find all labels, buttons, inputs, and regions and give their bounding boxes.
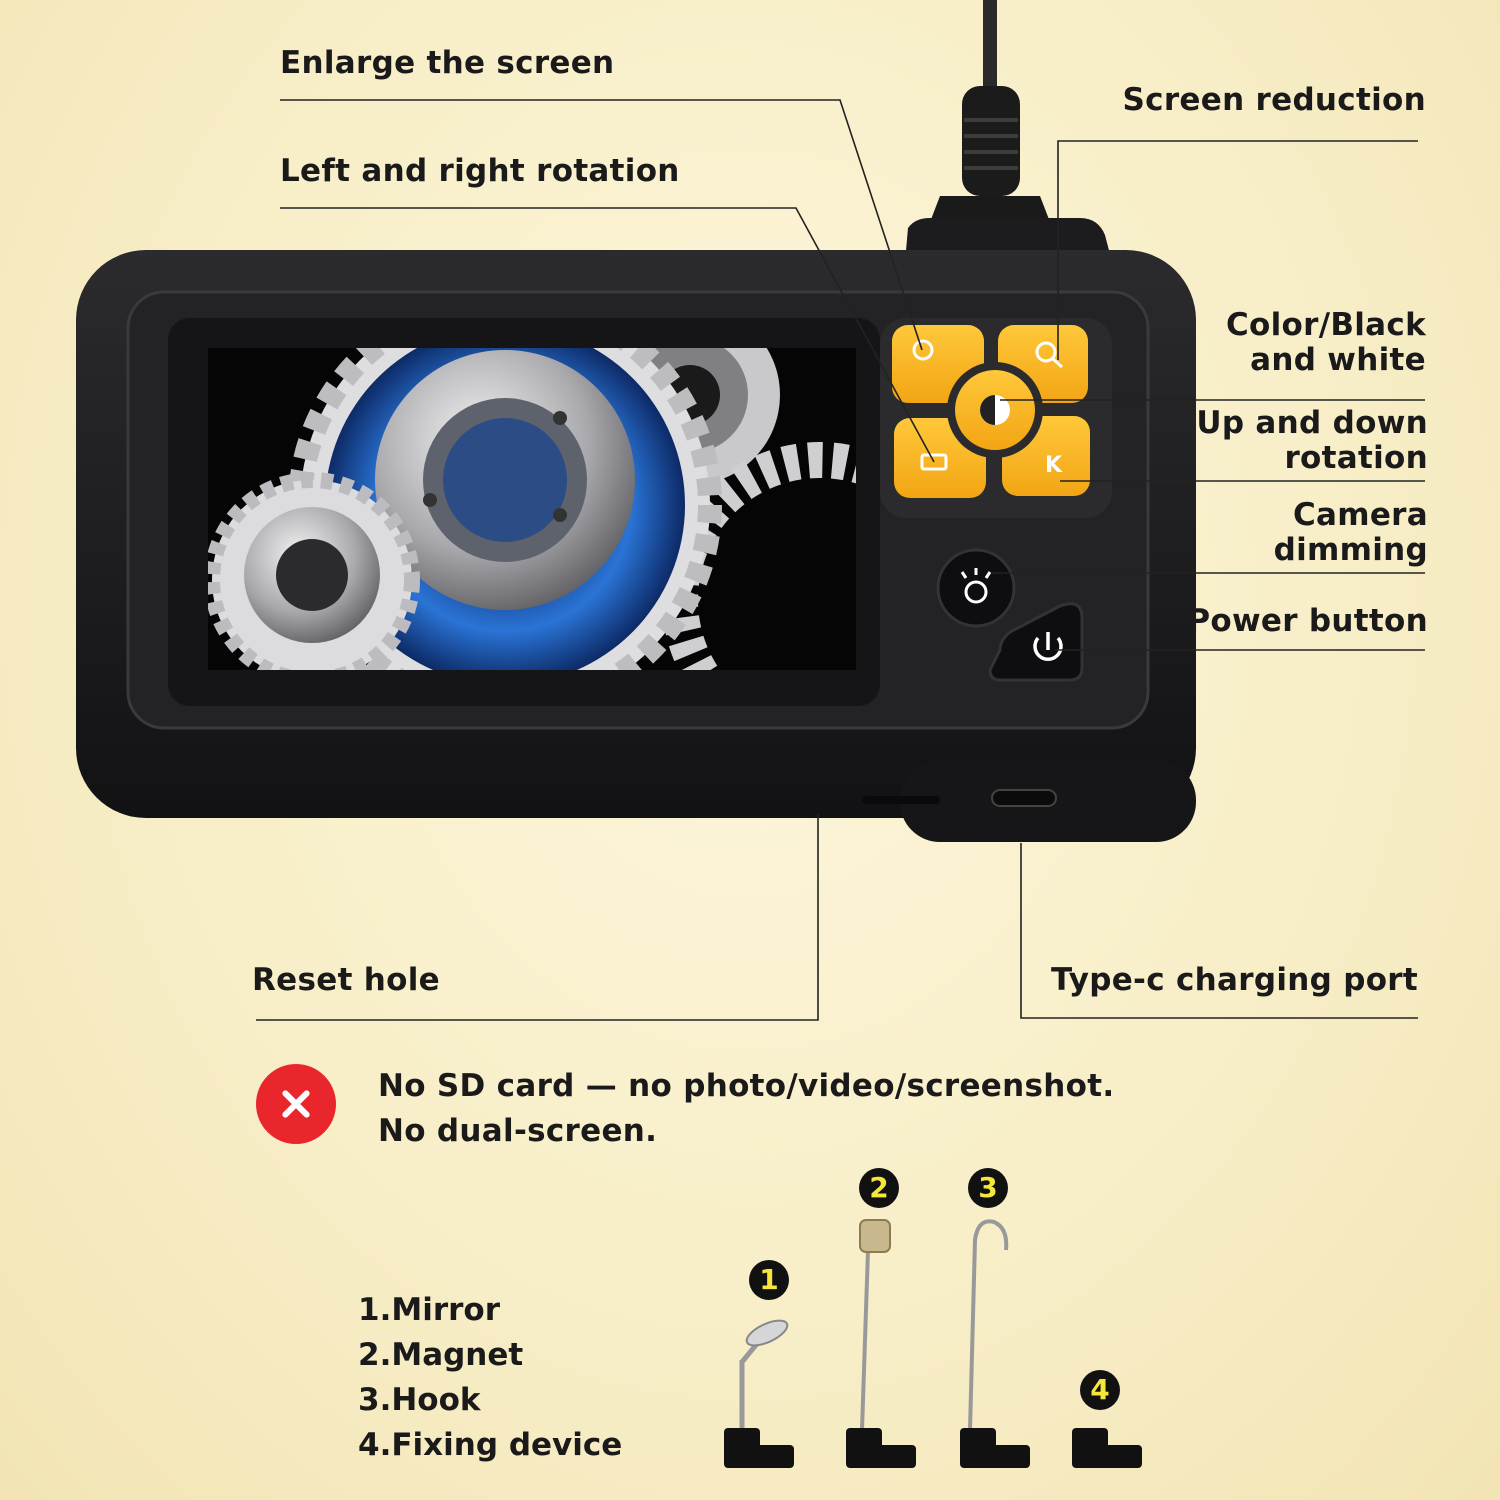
power-icon [1033,632,1063,662]
x-icon [256,1064,336,1144]
rotate-icon [920,453,948,471]
note-line-2: No dual-screen. [378,1113,658,1149]
list-item: 3.Hook [358,1382,481,1418]
accessory-number-2: 2 [859,1168,899,1208]
list-item: 2.Magnet [358,1337,524,1373]
zoom-out-icon [1035,341,1063,369]
cable [930,0,1050,222]
list-item: 4.Fixing device [358,1427,623,1463]
hook-accessory [960,1219,1030,1468]
label-color-bw-line2: and white [1250,342,1426,378]
list-item: 1.Mirror [358,1292,500,1328]
callout-lines [256,99,1425,1021]
accessories-illustration [724,1219,1142,1468]
label-color-bw-line1: Color/Black [1225,307,1426,343]
accessory-list: 1.Mirror 2.Magnet 3.Hook 4.Fixing device [358,1288,622,1468]
light-icon [960,568,992,604]
control-buttons: K [892,325,1090,682]
label-dimming-line1: Camera [1292,497,1428,533]
label-screen-reduction: Screen reduction [1122,82,1426,118]
contrast-icon [980,395,1010,425]
accessory-number-4: 4 [1080,1370,1120,1410]
label-power-button: Power button [1187,603,1428,639]
label-reset-hole: Reset hole [252,962,441,998]
label-left-right-rotation: Left and right rotation [280,153,680,189]
label-up-down-line2: rotation [1284,440,1428,476]
label-up-down-line1: Up and down [1196,405,1428,441]
magnet-accessory [846,1219,916,1468]
accessory-number-1: 1 [749,1260,789,1300]
accessory-number-3: 3 [968,1168,1008,1208]
label-dimming-line2: dimming [1273,532,1428,568]
zoom-in-icon [912,339,934,361]
fixing-device-accessory [1072,1428,1142,1468]
mirror-accessory [724,1319,794,1468]
note-line-1: No SD card — no photo/video/screenshot. [378,1068,1115,1104]
limitations-note: No SD card — no photo/video/screenshot. … [378,1064,1114,1154]
label-enlarge-screen: Enlarge the screen [280,45,615,81]
flip-icon: K [1045,453,1063,478]
dimming-button[interactable] [936,548,1016,628]
label-typec-port: Type-c charging port [1050,962,1418,998]
screen-display [208,348,856,670]
